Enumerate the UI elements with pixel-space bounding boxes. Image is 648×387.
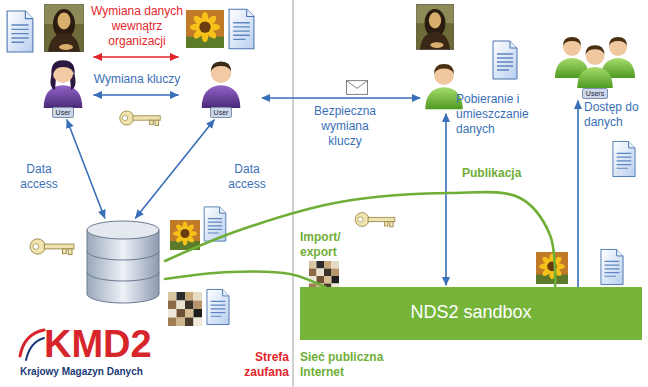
document-icon <box>229 9 254 48</box>
key-exchange-arrow <box>262 97 420 99</box>
edge-label: Wymiana danych wewnątrz organizacji <box>88 4 186 49</box>
label-holder: Sieć publiczna Internet <box>300 350 392 380</box>
node-text: NDS2 sandbox <box>410 287 531 338</box>
edge-label: Publikacja <box>462 166 534 181</box>
figure-icon <box>202 61 241 108</box>
edge-label-holder: Dostęp do danych <box>584 100 642 130</box>
user-icon: User <box>8 6 94 120</box>
node-text: KMD2 <box>44 322 152 366</box>
painting-image <box>416 4 454 50</box>
node-figure <box>8 6 94 120</box>
figure-icon <box>577 45 613 88</box>
connector-arrow <box>94 94 178 96</box>
node-text: Krajowy Magazyn Danych <box>20 366 143 378</box>
document-icon <box>7 11 33 52</box>
zone-divider <box>293 0 294 387</box>
document-icon <box>613 141 635 176</box>
annotation-label: Bezpieczna wymiana kluczy <box>310 104 380 149</box>
connector-arrow <box>136 120 214 218</box>
pixelated-image <box>168 292 202 326</box>
edge-label: Wymiana kluczy <box>88 72 186 87</box>
label-holder: Bezpieczna wymiana kluczy <box>310 104 380 149</box>
key-icon <box>120 111 160 126</box>
zone-label: Sieć publiczna Internet <box>300 350 392 380</box>
user-icon: User <box>178 6 260 120</box>
node-figure <box>178 6 260 120</box>
edge-label-holder: Import/ export <box>300 230 350 260</box>
user-badge: User <box>52 107 75 118</box>
edge-label-holder: Wymiana danych wewnątrz organizacji <box>88 4 186 49</box>
user-badge: User <box>210 107 233 118</box>
envelope-icon <box>346 81 367 95</box>
connector-arrow <box>165 271 325 287</box>
document-icon <box>601 249 623 284</box>
key-icon <box>30 239 74 255</box>
painting-image <box>536 252 568 284</box>
edge-label-holder: Wymiana kluczy <box>88 72 186 87</box>
data-transfer-arrow <box>445 114 447 285</box>
annotation-label: Pobieranie i umieszczanie danych <box>456 92 546 137</box>
document-icon <box>207 289 229 324</box>
figure-icon <box>44 60 83 108</box>
key-icon <box>355 213 395 227</box>
connector-arrow <box>165 192 555 287</box>
connector-arrow <box>67 120 105 218</box>
edge-label-holder: Data access <box>14 162 64 192</box>
edge-label: Data access <box>14 162 64 192</box>
figure-icon <box>87 221 159 303</box>
database-cylinder: KMD2Krajowy Magazyn Danych <box>18 218 165 384</box>
painting-image <box>44 4 84 52</box>
edge-label: Data access <box>222 162 272 192</box>
label-holder: Pobieranie i umieszczanie danych <box>456 92 546 137</box>
zone-label: Strefa zaufana <box>233 350 289 380</box>
document-icon <box>493 41 517 79</box>
label-holder: Strefa zaufana <box>233 350 289 380</box>
edge-label-holder: Data access <box>222 162 272 192</box>
logo-swoosh <box>20 330 44 360</box>
user-badge: Users <box>582 88 608 99</box>
user-group-icon: Users <box>548 28 642 101</box>
connector-arrow <box>577 101 579 287</box>
sandbox-box: NDS2 sandbox <box>300 287 642 340</box>
edge-label: Import/ export <box>300 230 350 260</box>
edge-label-holder: Publikacja <box>462 166 534 181</box>
edge-label: Dostęp do danych <box>584 100 642 130</box>
painting-image <box>170 220 200 250</box>
connector-arrow <box>94 56 178 58</box>
painting-image <box>186 10 224 48</box>
